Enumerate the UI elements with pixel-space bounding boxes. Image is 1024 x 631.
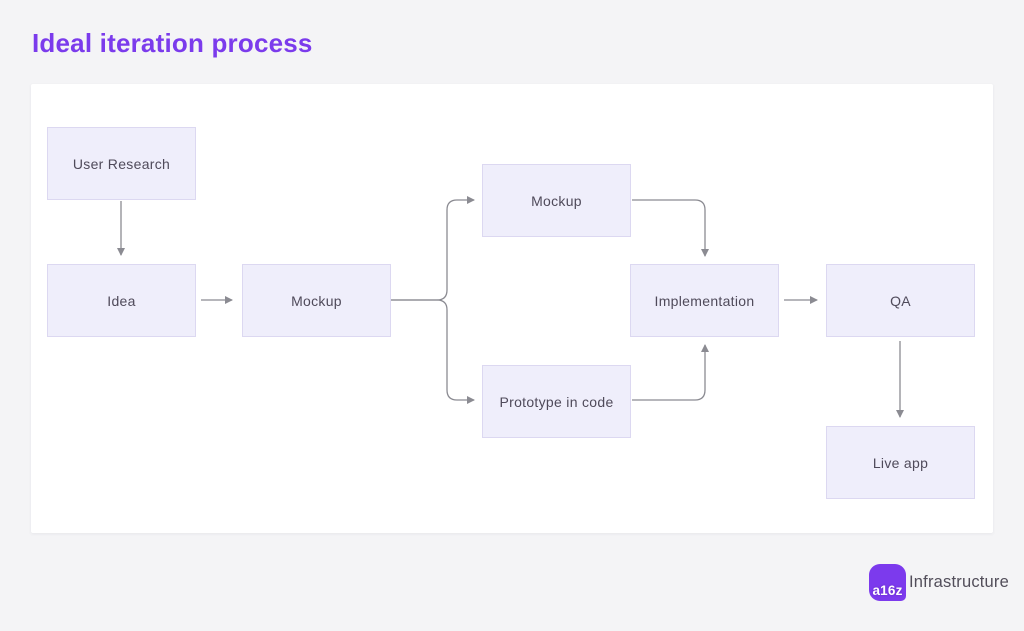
node-label: QA [890,292,911,309]
node-label: Live app [872,454,929,471]
page-title: Ideal iteration process [32,28,313,58]
brand-logo: a16z Infrastructure [869,564,1009,601]
node-label: Prototype in code [499,393,614,410]
node-qa[interactable]: QA [826,264,975,337]
node-idea[interactable]: Idea [47,264,196,337]
node-label: Implementation [654,292,755,309]
a16z-logo-icon: a16z [869,564,906,601]
node-implementation[interactable]: Implementation [630,264,779,337]
node-live-app[interactable]: Live app [826,426,975,499]
node-label: Mockup [291,292,342,309]
node-mockup[interactable]: Mockup [242,264,391,337]
brand-name: Infrastructure [909,573,1010,591]
a16z-logo-text: a16z [872,583,903,598]
node-label: Idea [107,292,136,309]
node-user-research[interactable]: User Research [47,127,196,200]
node-label: Mockup [531,192,582,209]
node-label: User Research [72,155,171,172]
node-prototype-in-code[interactable]: Prototype in code [482,365,631,438]
node-mockup-detailed[interactable]: Mockup [482,164,631,237]
